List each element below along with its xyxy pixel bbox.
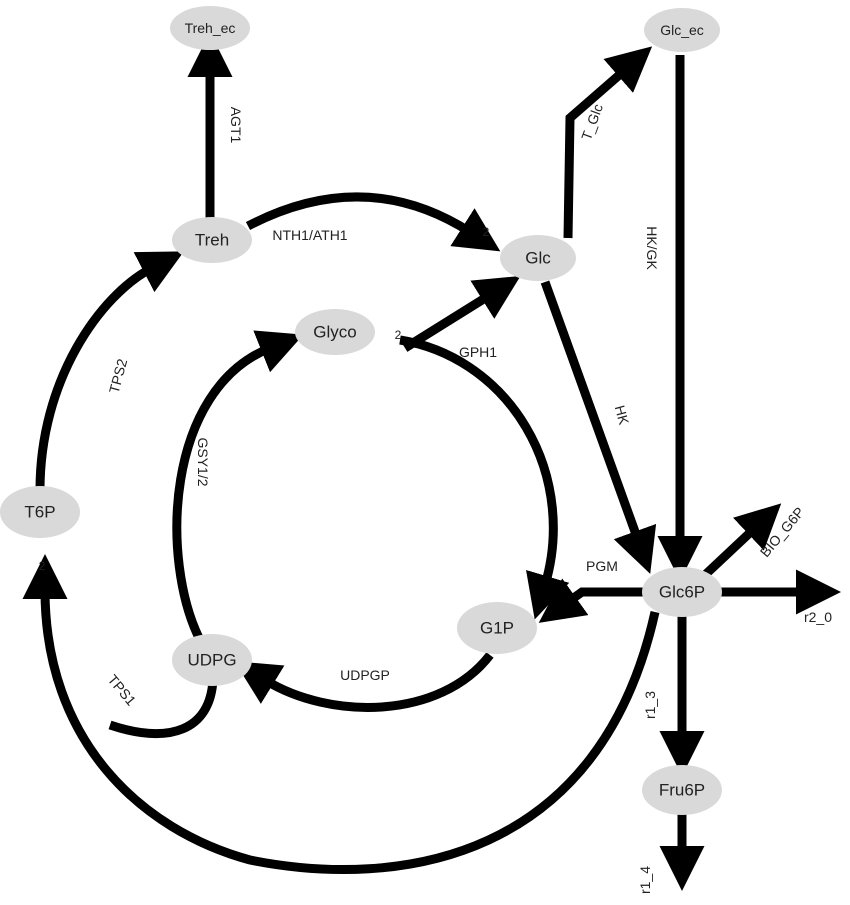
label-udpgp: UDPGP [340,667,390,683]
node-glc6p: Glc6P [642,567,722,617]
node-fru6p: Fru6P [642,765,722,815]
label-hk: HK [612,404,633,428]
edge-tps1 [22,554,660,875]
label-r1-3: r1_3 [642,691,658,719]
edge-pgm [538,578,645,623]
edge-t-glc [563,46,653,239]
svg-text:G1P: G1P [480,619,514,638]
edge-tps1-udpg [108,679,218,739]
label-nth1-ath1: NTH1/ATH1 [272,227,347,243]
svg-text:Glc6P: Glc6P [659,583,705,602]
edge-glyco-g1p [399,335,570,620]
node-t6p: T6P [0,486,80,538]
svg-text:Glc_ec: Glc_ec [660,22,704,38]
svg-text:Glc: Glc [525,249,551,268]
node-g1p: G1P [457,602,537,654]
label-pgm: PGM [586,558,618,574]
stoich-t6p: 2 [39,559,46,573]
edge-udpgp [234,652,494,712]
edge-bio-g6p [702,503,782,578]
svg-text:Glyco: Glyco [313,323,356,342]
label-hk-gk: HK/GK [644,226,660,270]
label-r2-0: r2_0 [804,609,832,625]
svg-text:Fru6P: Fru6P [659,781,705,800]
edge-gsy [172,330,304,643]
svg-text:T6P: T6P [24,503,55,522]
edge-hk [540,280,657,574]
node-treh: Treh [172,217,252,263]
edge-gph1 [402,275,521,352]
svg-text:Treh_ec: Treh_ec [185,20,236,36]
label-bio-g6p: BIO_G6P [757,504,808,560]
edge-nth1-ath1 [245,192,501,252]
label-tps2: TPS2 [106,357,131,395]
label-tps1: TPS1 [105,671,140,708]
node-treh-ec: Treh_ec [170,6,250,50]
label-gsy: GSY1/2 [195,437,211,486]
label-agt1: AGT1 [228,107,244,144]
label-r1-4: r1_4 [637,866,653,894]
node-glyco: Glyco [295,309,375,355]
svg-text:UDPG: UDPG [187,651,236,670]
svg-text:Treh: Treh [195,231,229,250]
stoich-glyco: 2 [395,328,402,342]
node-udpg: UDPG [172,634,252,686]
node-glc: Glc [500,235,576,281]
label-gph1: GPH1 [459,344,497,360]
edge-tps2 [35,251,184,491]
stoich-glc: 2 [483,225,490,239]
node-glc-ec: Glc_ec [644,8,720,52]
